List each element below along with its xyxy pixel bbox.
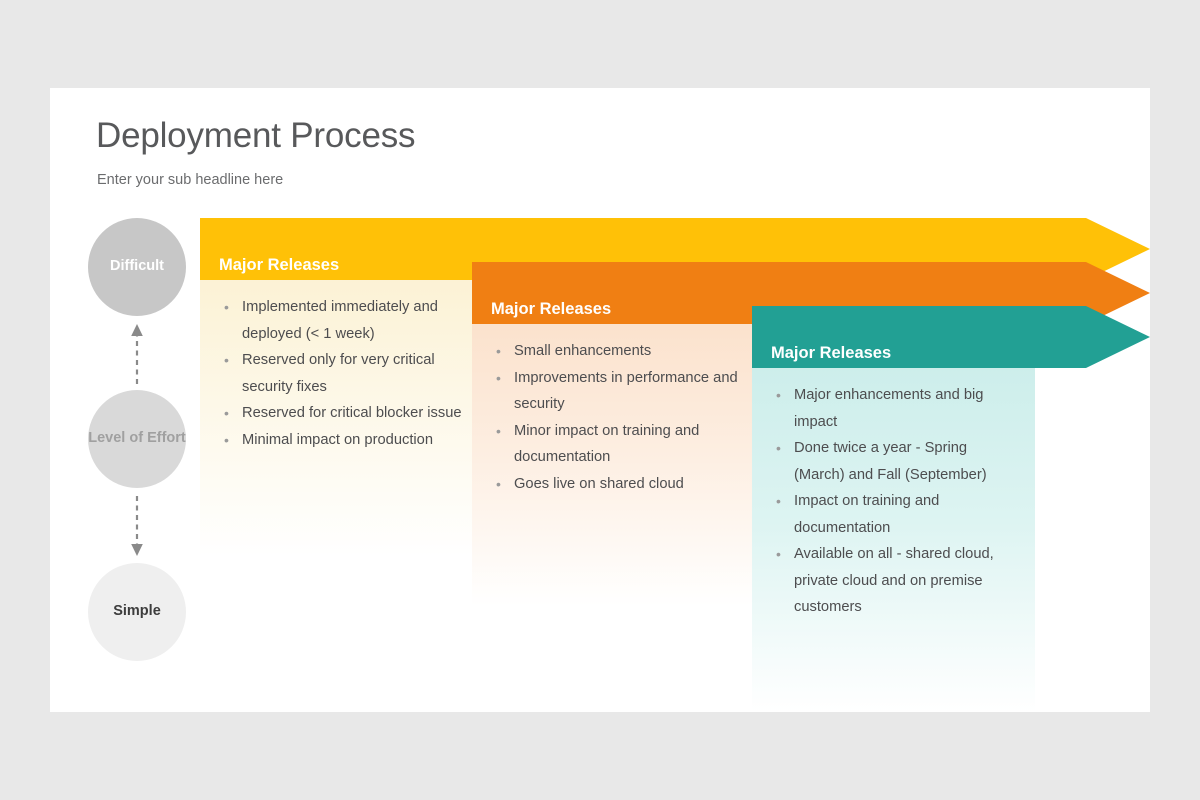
list-item: Goes live on shared cloud bbox=[486, 471, 740, 498]
stage-stack: Major Releases Implemented immediately a… bbox=[50, 88, 1150, 712]
effort-circle-level-of-effort-label: Level of Effort bbox=[88, 430, 186, 447]
effort-circle-simple[interactable]: Simple bbox=[88, 563, 186, 661]
list-item: Available on all - shared cloud, private… bbox=[766, 541, 1017, 621]
effort-circle-simple-label: Simple bbox=[113, 603, 161, 620]
list-item: Minor impact on training and documentati… bbox=[486, 418, 740, 471]
slide-canvas: Deployment Process Enter your sub headli… bbox=[50, 88, 1150, 712]
list-item: Reserved only for very critical security… bbox=[214, 347, 468, 400]
stage-title-3: Major Releases bbox=[771, 344, 892, 362]
page-title: Deployment Process bbox=[96, 116, 416, 155]
arrow-up-icon bbox=[131, 324, 143, 384]
stage-bullets-1: Implemented immediately and deployed (< … bbox=[214, 294, 468, 453]
stage-arrow-shape-3 bbox=[752, 306, 1150, 368]
page-subtitle: Enter your sub headline here bbox=[97, 172, 284, 188]
list-item: Impact on training and documentation bbox=[766, 488, 1017, 541]
stage-title-1: Major Releases bbox=[219, 256, 340, 274]
effort-circle-level-of-effort[interactable]: Level of Effort bbox=[88, 390, 186, 488]
stage-body-3: Major enhancements and big impact Done t… bbox=[752, 368, 1035, 712]
list-item: Major enhancements and big impact bbox=[766, 382, 1017, 435]
stage-body-2: Small enhancements Improvements in perfo… bbox=[472, 324, 758, 606]
effort-circle-difficult-label: Difficult bbox=[110, 258, 164, 275]
stage-body-1: Implemented immediately and deployed (< … bbox=[200, 280, 486, 556]
list-item: Done twice a year - Spring (March) and F… bbox=[766, 435, 1017, 488]
effort-circle-difficult[interactable]: Difficult bbox=[88, 218, 186, 316]
list-item: Minimal impact on production bbox=[214, 427, 468, 454]
list-item: Small enhancements bbox=[486, 338, 740, 365]
stage-card-3[interactable]: Major Releases Major enhancements and bi… bbox=[752, 306, 1150, 712]
list-item: Improvements in performance and security bbox=[486, 365, 740, 418]
stage-bullets-3: Major enhancements and big impact Done t… bbox=[766, 382, 1017, 621]
level-of-effort-axis: Difficult Level of Effort Simple bbox=[88, 218, 198, 668]
stage-bullets-2: Small enhancements Improvements in perfo… bbox=[486, 338, 740, 497]
stage-title-2: Major Releases bbox=[491, 300, 612, 318]
list-item: Implemented immediately and deployed (< … bbox=[214, 294, 468, 347]
list-item: Reserved for critical blocker issue bbox=[214, 400, 468, 427]
arrow-down-icon bbox=[131, 496, 143, 556]
